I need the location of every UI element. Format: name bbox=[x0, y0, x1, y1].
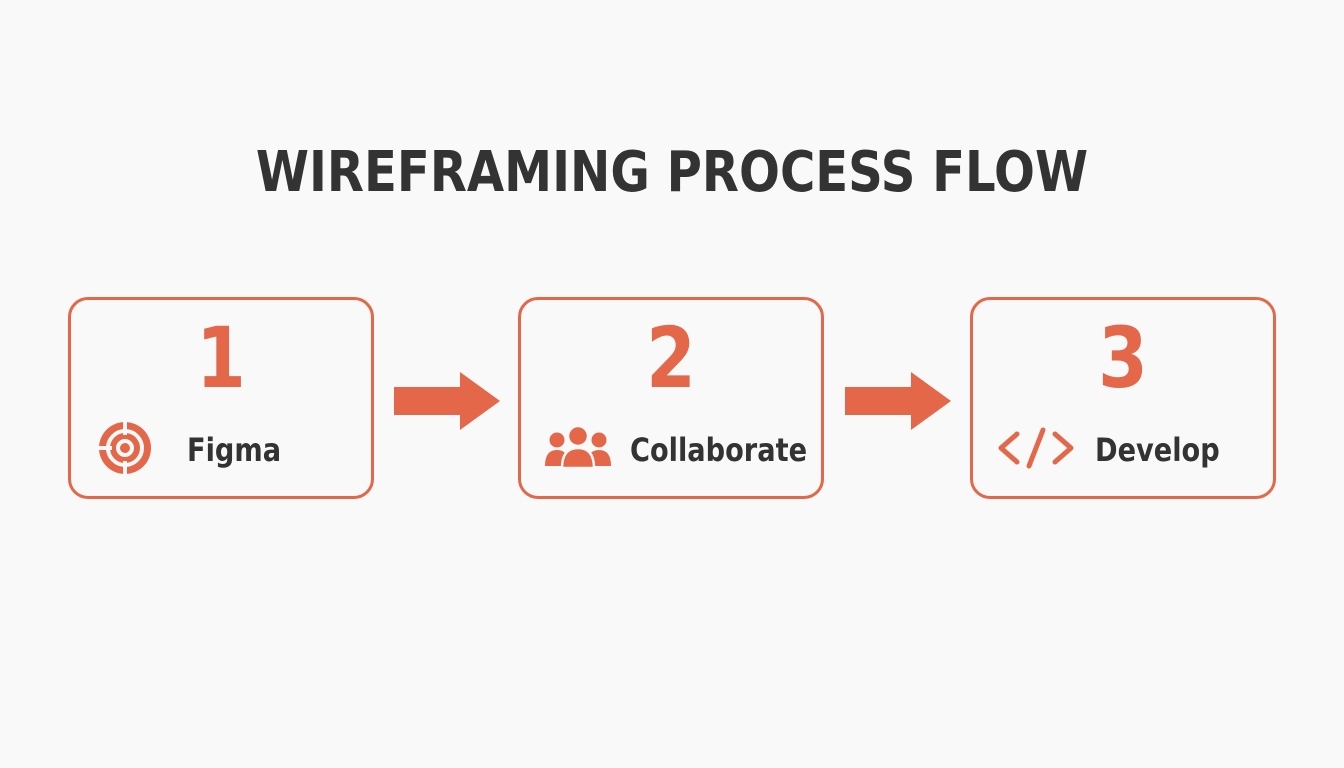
arrow-right-icon bbox=[845, 372, 951, 430]
arrow-right-icon bbox=[394, 372, 500, 430]
flow-arrow-2 bbox=[845, 370, 953, 438]
step-number: 3 bbox=[1098, 309, 1148, 407]
diagram-title: WIREFRAMING PROCESS FLOW bbox=[255, 140, 1089, 205]
users-group-icon bbox=[543, 420, 613, 480]
step-label-row: Collaborate bbox=[521, 420, 821, 480]
step-box-collaborate: 2 Collaborate bbox=[518, 297, 824, 499]
step-label: Collaborate bbox=[630, 431, 808, 469]
step-label-row: Figma bbox=[71, 420, 371, 480]
figma-target-icon bbox=[93, 420, 157, 480]
step-label-row: Develop bbox=[973, 420, 1273, 480]
step-box-figma: 1 Figma bbox=[68, 297, 374, 499]
code-brackets-icon bbox=[995, 420, 1079, 480]
step-number: 1 bbox=[196, 309, 246, 407]
step-label: Figma bbox=[187, 431, 282, 469]
flow-arrow-1 bbox=[394, 370, 502, 438]
step-box-develop: 3 Develop bbox=[970, 297, 1276, 499]
step-number: 2 bbox=[646, 309, 696, 407]
step-label: Develop bbox=[1095, 431, 1220, 469]
